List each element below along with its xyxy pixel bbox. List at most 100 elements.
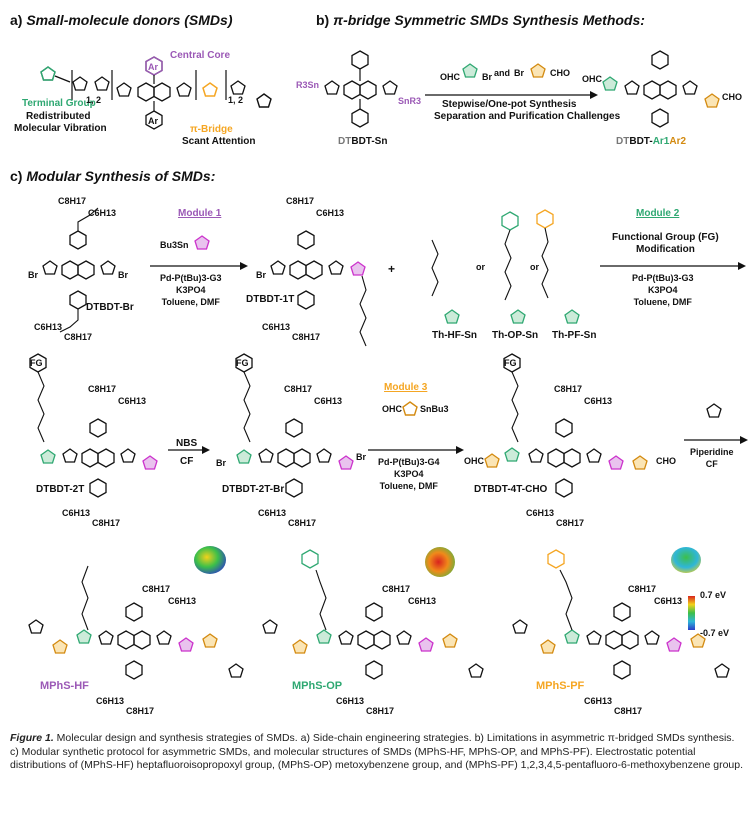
chain-c8h17-6: C8H17 [92,518,121,528]
product-ohc: OHC [582,74,602,84]
chain-c8h17-12: C8H17 [126,706,155,716]
bu3sn-label: Bu3Sn [160,240,189,250]
repeat-label-left: 1, 2 [86,95,102,105]
fg-title-1: Functional Group (FG) [612,232,719,243]
th-hf-sn-label: Th-HF-Sn [432,330,477,341]
chain-c8h17-11: C8H17 [142,584,171,594]
esp-surface-op [425,547,455,577]
dtbdt-ar-product-label: DTBDT-Ar1Ar2 [616,136,687,147]
dtbdt-2t-br-label: DTBDT-2T-Br [222,484,285,495]
terminal-group-label: Terminal Group [22,98,96,109]
esp-surface-hf [194,546,226,574]
chain-c6h13-11: C6H13 [168,596,197,606]
esp-max-label: 0.7 eV [700,590,727,600]
reagent-ohc: OHC [440,72,460,82]
chain-c8h17-16: C8H17 [614,706,643,716]
panel-c-heading: c) Modular Synthesis of SMDs: [10,168,216,184]
chain-c6h13-16: C6H13 [584,696,613,706]
chain-c8h17-7: C8H17 [284,384,313,394]
chain-c8h17-8: C8H17 [288,518,317,528]
br-left-3: Br [216,458,227,468]
nbs-label: NBS [176,438,198,449]
chain-c6h13-12: C6H13 [96,696,125,706]
chain-c8h17-15: C8H17 [628,584,657,594]
chain-c6h13-8: C6H13 [258,508,287,518]
chain-c8h17-10: C8H17 [556,518,585,528]
mphs-pf-structure [512,549,730,680]
chain-c8h17-13: C8H17 [382,584,411,594]
dtbdt-2t-structure [29,353,158,498]
chain-c6h13-9: C6H13 [584,396,613,406]
chain-c6h13-6: C6H13 [62,508,91,518]
mphs-op-structure [262,549,484,680]
module-2-label: Module 2 [636,208,680,219]
plus-sign: + [388,262,396,276]
chain-c8h17-9: C8H17 [554,384,583,394]
method-line-1: Stepwise/One-pot Synthesis [442,99,577,110]
esp-min-label: -0.7 eV [700,628,730,638]
method-line-2: Separation and Purification Challenges [434,111,621,122]
reagent-br-1: Br [482,72,493,82]
br-right-1: Br [118,270,129,280]
chain-c8h17-4: C8H17 [292,332,321,342]
ohc-label-4t: OHC [464,456,484,466]
mphs-op-label: MPhS-OP [292,680,343,692]
figure-caption: Figure 1. Molecular design and synthesis… [10,732,745,773]
and-label: and [494,68,511,78]
chain-c8h17-5: C8H17 [88,384,117,394]
chain-c6h13-1: C6H13 [88,208,117,218]
chain-c6h13-14: C6H13 [336,696,365,706]
dtbdt-2t-label: DTBDT-2T [36,484,85,495]
repeat-label-right: 1, 2 [228,95,244,105]
chain-c8h17-3: C8H17 [286,196,315,206]
dtbdt-br-label: DTBDT-Br [86,302,134,313]
br-right-3: Br [356,452,367,462]
terminal-desc-1: Redistributed [26,111,91,122]
figure-caption-text: Molecular design and synthesis strategie… [10,732,744,772]
cho-label-4t: CHO [656,456,676,466]
chain-c8h17-14: C8H17 [366,706,395,716]
chain-c8h17-1: C8H17 [58,196,87,206]
chain-c6h13-3: C6H13 [316,208,345,218]
chain-c6h13-7: C6H13 [314,396,343,406]
module-1-label: Module 1 [178,208,222,219]
or-label-2: or [530,262,539,272]
pi-bridge-desc: Scant Attention [182,136,256,147]
cf-label-1: CF [180,456,194,467]
dtbdt-4t-cho-label: DTBDT-4T-CHO [474,484,548,495]
module-3-label: Module 3 [384,382,428,393]
esp-surface-pf [671,547,701,573]
th-pf-sn-label: Th-PF-Sn [552,330,597,341]
terminal-desc-2: Molecular Vibration [14,123,107,134]
smd-skeleton [40,56,272,130]
bottom-ar-label: Ar [148,116,159,126]
reagent-cho: CHO [550,68,570,78]
chain-c6h13-15: C6H13 [654,596,683,606]
chain-c6h13-5: C6H13 [118,396,147,406]
chain-c6h13-10: C6H13 [526,508,555,518]
mphs-hf-structure [28,565,244,680]
chain-c6h13-4: C6H13 [262,322,291,332]
pi-bridge-label: π-Bridge [190,124,233,135]
panel-a-heading: a) Small-molecule donors (SMDs) [10,12,233,28]
dtbdt-4t-cho-structure [484,353,648,498]
dtbdt-br-structure [42,207,116,333]
figure-caption-number: Figure 1. [10,732,54,744]
chain-c8h17-2: C8H17 [64,332,93,342]
core-ar-label: Ar [148,62,159,72]
fg-label-3: FG [504,358,517,368]
th-op-sn-label: Th-OP-Sn [492,330,539,341]
dtbdt-ar-product-structure [602,50,720,128]
esp-color-scale [688,596,695,630]
chain-c6h13-13: C6H13 [408,596,437,606]
or-label-1: or [476,262,485,272]
product-cho: CHO [722,92,742,102]
dtbdt-1t-label: DTBDT-1T [246,294,295,305]
r3sn-label: R3Sn [296,80,320,90]
reagent-br-2: Br [514,68,525,78]
dtbdt-2t-br-structure [235,353,354,498]
